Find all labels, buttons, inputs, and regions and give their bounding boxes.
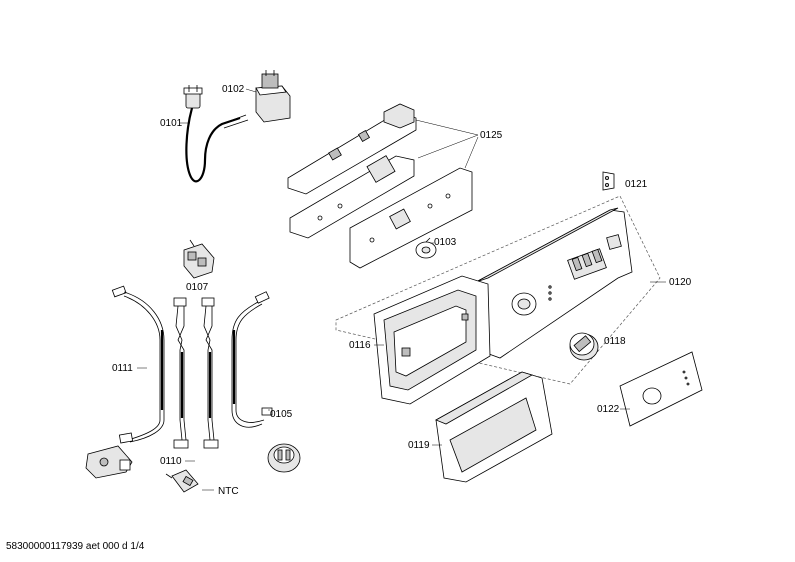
part-0125-electronic-module [287,103,473,269]
label-0120: 0120 [669,277,692,288]
part-0118-selector-knob [569,332,599,361]
label-0111: 0111 [112,363,133,374]
part-0103-selector-spindle [415,237,437,259]
label-0101: 0101 [160,118,183,129]
part-0121-bracket [602,171,615,191]
part-0107-connector [183,239,215,279]
label-0110: 0110 [160,456,182,467]
label-0102: 0102 [222,84,245,95]
part-0111-wiring-harness [85,285,165,479]
label-ntc: NTC [218,486,239,497]
label-0118: 0118 [604,336,626,347]
label-0121: 0121 [625,179,648,190]
part-0116-drawer-frame [373,275,491,405]
part-ntc-sensor [165,469,199,493]
label-0107: 0107 [186,282,209,293]
drawing-reference: 58300000117939 aet 000 d 1/4 [6,541,145,552]
label-0119: 0119 [408,440,430,451]
label-0103: 0103 [434,237,457,248]
part-0122-control-overlay [619,351,703,427]
label-0116: 0116 [349,340,371,351]
part-0119-drawer-handle [435,371,553,483]
part-0101-power-cord [183,85,249,183]
part-0110-wiring-harness [173,297,219,449]
label-0122: 0122 [597,404,620,415]
part-0105-wiring-harness [231,291,301,473]
part-0102-interference-filter [255,70,291,123]
label-0105: 0105 [270,409,293,420]
label-0125: 0125 [480,130,503,141]
